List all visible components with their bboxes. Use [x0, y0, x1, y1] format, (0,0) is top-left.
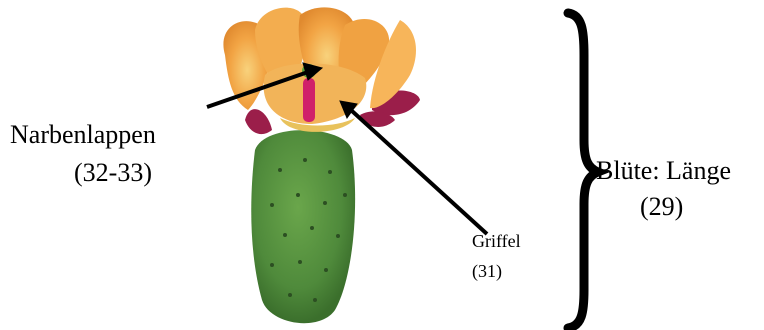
griffel-label: Griffel: [472, 232, 521, 250]
bluete-length-label: Blüte: Länge: [596, 158, 731, 184]
flower-length-bracket: [568, 13, 598, 328]
narbenlappen-label: Narbenlappen: [10, 122, 156, 148]
arrow-griffel: [352, 111, 487, 234]
cactus-pad: [251, 130, 355, 323]
griffel-number: (31): [472, 262, 502, 280]
narbenlappen-number: (32-33): [74, 160, 152, 186]
bluete-length-number: (29): [640, 194, 683, 220]
